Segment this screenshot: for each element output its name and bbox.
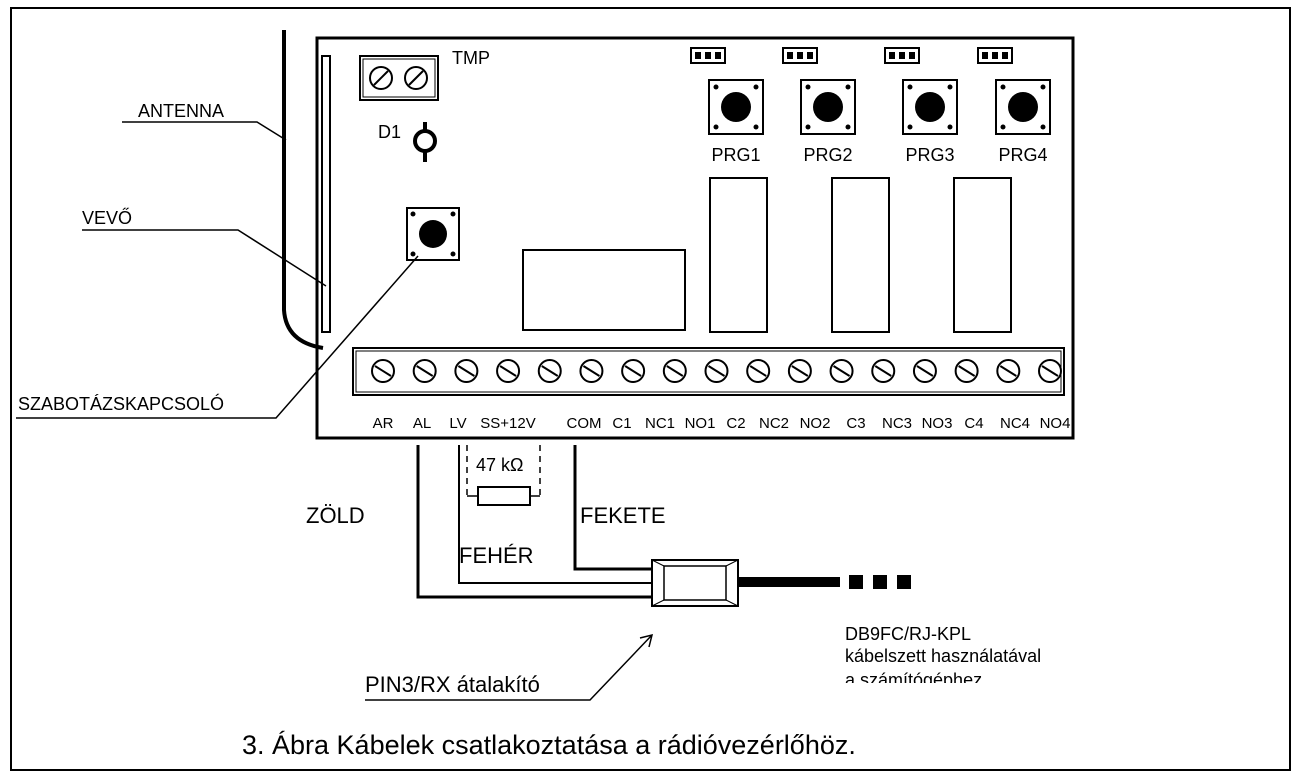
outer-frame: [10, 7, 1291, 771]
figure-caption: 3. Ábra Kábelek csatlakoztatása a rádióv…: [242, 730, 856, 760]
jumper-2: [782, 47, 818, 64]
prg-label-3: PRG3: [905, 145, 954, 165]
prg-button-1: [708, 79, 764, 135]
cable-dot-1: [849, 575, 863, 589]
white-wire: [458, 445, 652, 584]
terminal-screws: [371, 359, 1062, 383]
converter-label: PIN3/RX átalakító: [365, 672, 540, 697]
white-wire-label: FEHÉR: [459, 543, 534, 568]
relay-2: [709, 177, 768, 333]
cable-note-line-2: kábelszett használatával: [845, 646, 1041, 666]
terminal-label: LV: [449, 415, 466, 432]
cable-note-line-1: DB9FC/RJ-KPL: [845, 624, 971, 644]
jumper-3: [884, 47, 920, 64]
antenna-label: ANTENNA: [138, 101, 224, 121]
terminal-screw: [871, 359, 896, 383]
prg-unit-1: PRG1: [690, 47, 764, 165]
antenna-leader: [122, 121, 287, 141]
prg-unit-2: PRG2: [782, 47, 856, 165]
terminal-screw: [787, 359, 812, 383]
terminal-screw: [371, 359, 395, 383]
terminal-screw: [412, 359, 437, 383]
terminal-screw: [662, 359, 687, 383]
cable-dot-3: [897, 575, 911, 589]
green-wire-label: ZÖLD: [306, 503, 365, 528]
resistor-label: 47 kΩ: [476, 455, 523, 475]
resistor-47k: [466, 445, 541, 506]
terminal-screw: [746, 359, 771, 383]
prg-unit-4: PRG4: [977, 47, 1051, 165]
prg-label-2: PRG2: [803, 145, 852, 165]
terminal-screw: [954, 359, 979, 383]
prg-label-4: PRG4: [998, 145, 1047, 165]
terminal-label: NC3: [882, 415, 912, 432]
prg-button-3: [902, 79, 958, 135]
terminal-label: NC4: [1000, 415, 1030, 432]
terminal-label: C3: [846, 415, 865, 432]
terminal-label: COM: [567, 415, 602, 432]
receiver-leader: [82, 229, 327, 287]
terminal-screw: [829, 359, 854, 383]
terminal-label: AR: [373, 415, 394, 432]
black-wire-label: FEKETE: [580, 503, 666, 528]
board-outline: [315, 36, 1075, 440]
terminal-label: AL: [413, 415, 431, 432]
note-crop: [840, 683, 1140, 695]
terminal-screw: [621, 359, 646, 383]
terminal-screw: [1038, 359, 1062, 383]
d1-label: D1: [378, 122, 401, 142]
tamper-switch-label: SZABOTÁZSKAPCSOLÓ: [18, 393, 224, 414]
tmp-connector: [359, 55, 439, 101]
terminal-label: NO3: [922, 415, 953, 432]
black-wire: [573, 445, 652, 571]
green-wire: [416, 445, 652, 599]
jumper-1: [690, 47, 726, 64]
cable-dot-2: [873, 575, 887, 589]
terminal-label: NC1: [645, 415, 675, 432]
tmp-label: TMP: [452, 48, 490, 68]
tamper-button: [406, 207, 460, 261]
prg-label-1: PRG1: [711, 145, 760, 165]
terminal-screw: [454, 359, 479, 383]
relay-4: [953, 177, 1012, 333]
terminal-screw: [537, 359, 562, 383]
terminal-labels: AR AL LV SS+12V COM C1 NC1 NO1 C2 NC2 NO2 C3 NC3 NO3 C…: [373, 415, 1071, 432]
terminal-screw: [704, 359, 729, 383]
d1-led: [413, 122, 437, 162]
jumper-4: [977, 47, 1013, 64]
terminal-label: C1: [612, 415, 631, 432]
converter-arrow: [365, 633, 654, 701]
pin3-rx-converter: [651, 559, 739, 607]
relay-1: [522, 249, 686, 331]
receiver-module: [321, 55, 331, 333]
terminal-label: SS+12V: [480, 415, 535, 432]
terminal-label: NO1: [685, 415, 716, 432]
terminal-label: C2: [726, 415, 745, 432]
receiver-label: VEVŐ: [82, 207, 132, 228]
terminal-screw: [996, 359, 1021, 383]
prg-unit-3: PRG3: [884, 47, 958, 165]
terminal-label: NO4: [1040, 415, 1071, 432]
terminal-label: NC2: [759, 415, 789, 432]
prg-buttons: PRG1 PRG2 PRG3 PRG4: [690, 47, 1051, 165]
antenna-wire: [282, 30, 324, 350]
prg-button-2: [800, 79, 856, 135]
terminal-label: NO2: [800, 415, 831, 432]
terminal-screw: [496, 359, 521, 383]
output-cable: [738, 577, 840, 587]
terminal-screw: [579, 359, 604, 383]
prg-button-4: [995, 79, 1051, 135]
terminal-label: C4: [964, 415, 983, 432]
relay-3: [831, 177, 890, 333]
terminal-block: [352, 347, 1065, 396]
tamper-leader: [16, 255, 419, 419]
terminal-screw: [912, 359, 937, 383]
